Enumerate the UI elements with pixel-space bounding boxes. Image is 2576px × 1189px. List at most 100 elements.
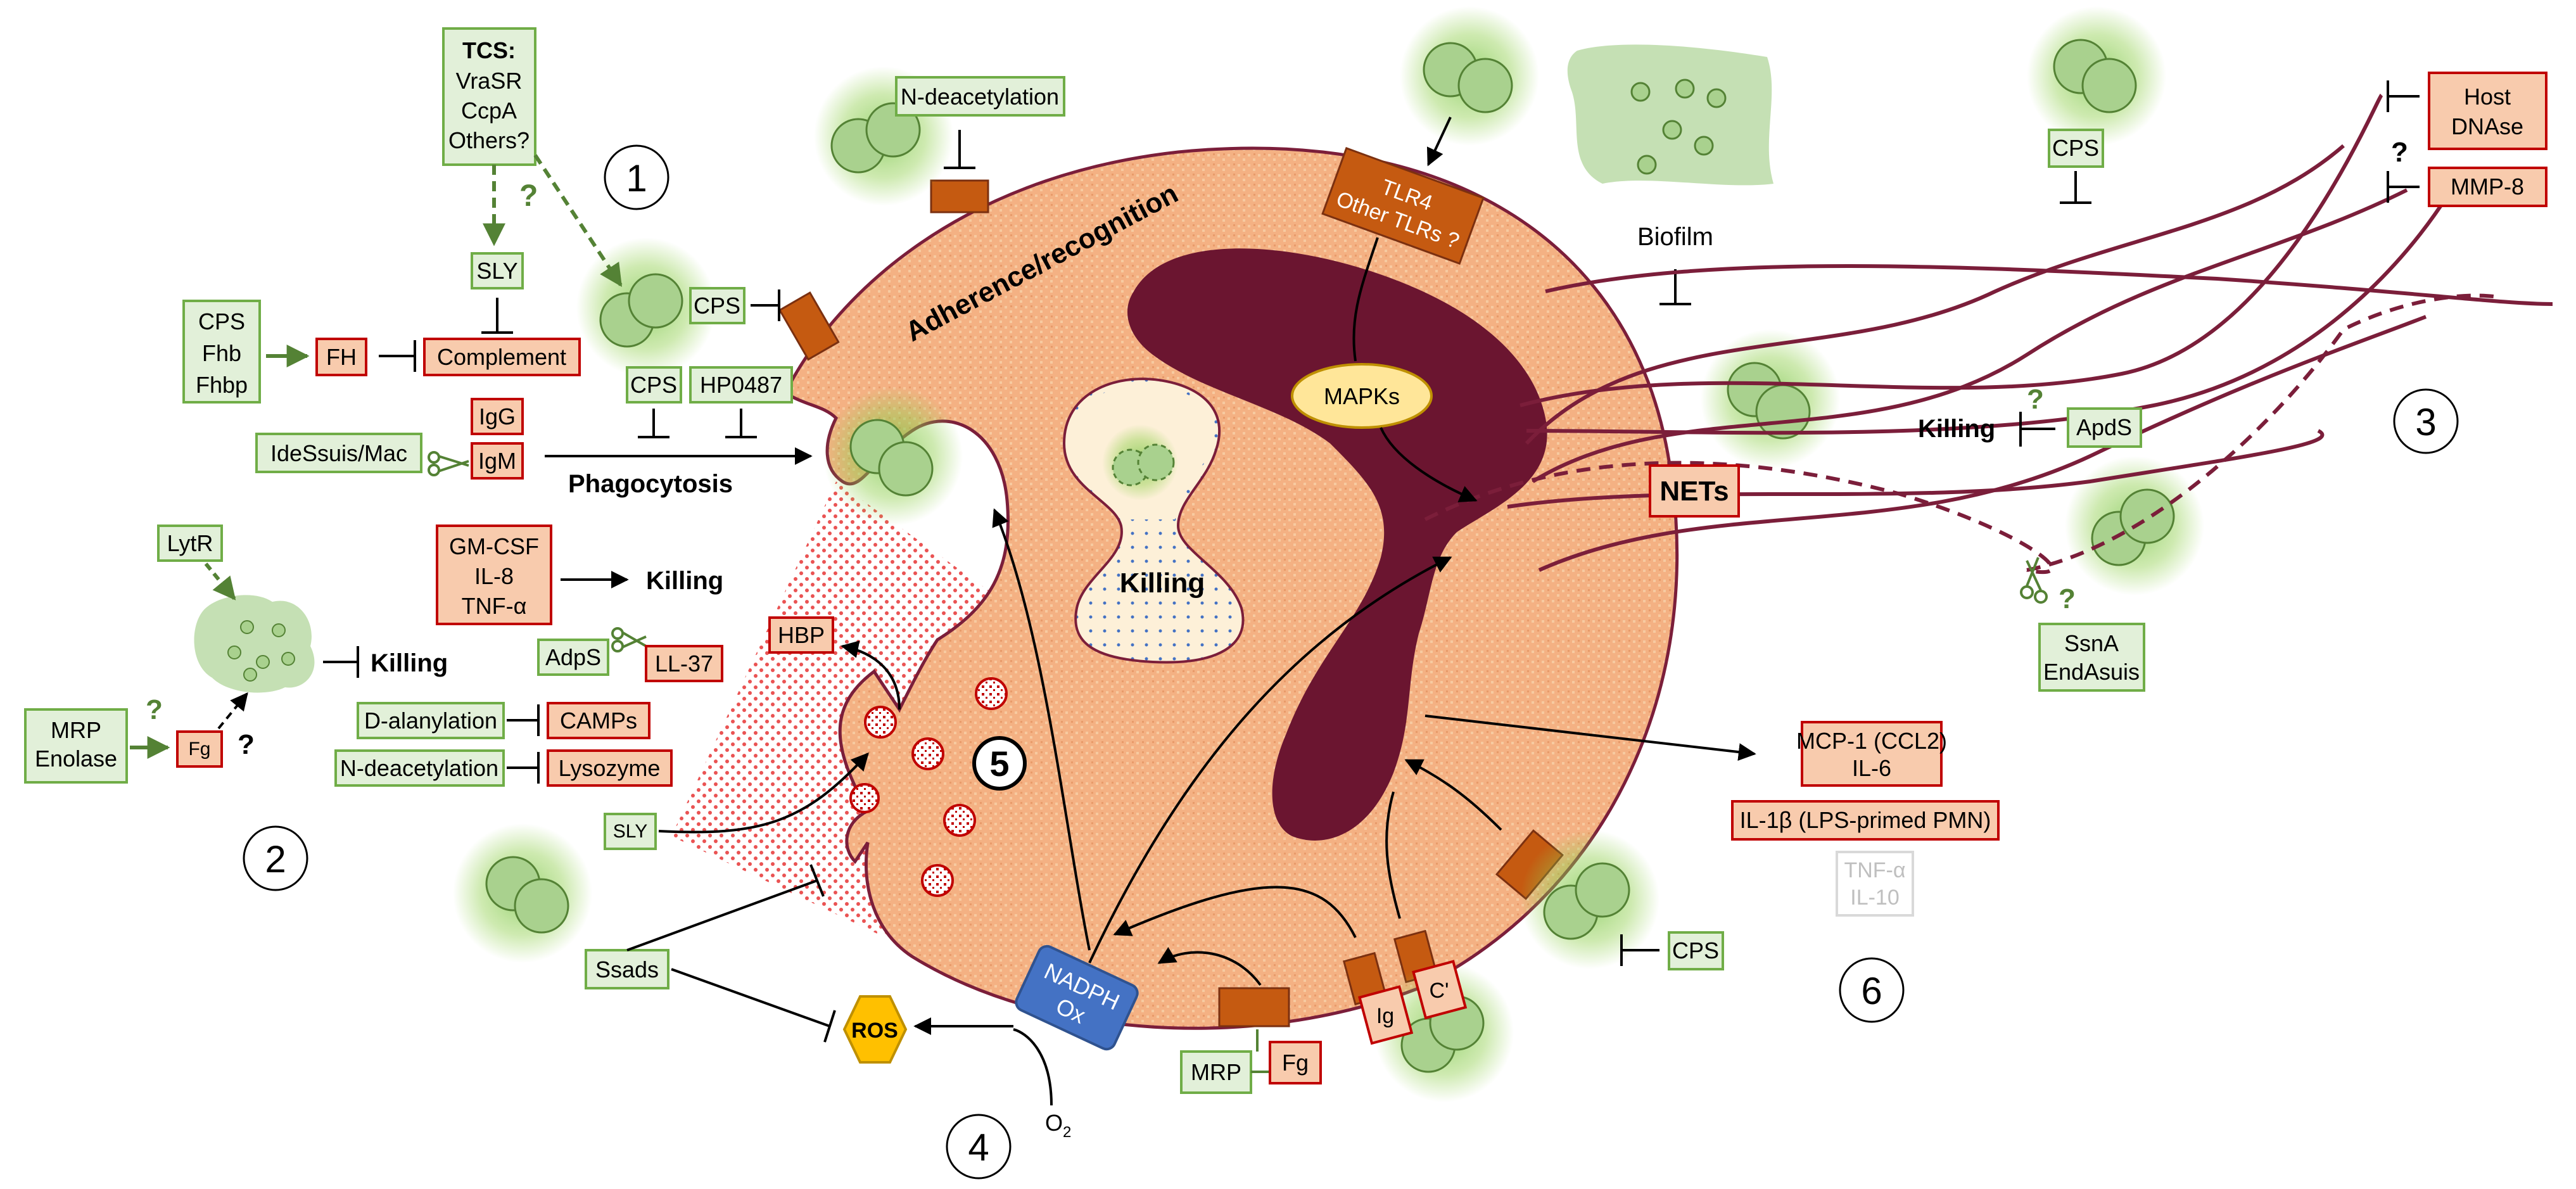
ssna-endasuis-1: SsnA bbox=[2064, 630, 2119, 656]
c-box bbox=[1412, 960, 1468, 1020]
granule-to-hbp bbox=[841, 640, 901, 710]
c-label: C' bbox=[1429, 979, 1449, 1003]
adps-box bbox=[537, 639, 609, 676]
mrp-enolase-1: MRP bbox=[51, 717, 101, 743]
ssads-inhibit-granule bbox=[626, 864, 825, 951]
scissors-icon bbox=[428, 451, 469, 476]
cps-fhb-fhbp-3: Fhbp bbox=[196, 372, 248, 398]
mapks-ellipse bbox=[1291, 363, 1433, 429]
cps-phago-box bbox=[626, 366, 682, 404]
step-1-label: 1 bbox=[626, 157, 647, 200]
host-dnase-1: Host bbox=[2464, 84, 2511, 110]
step-2-circle bbox=[243, 825, 308, 891]
lytr-label: LytR bbox=[167, 530, 213, 556]
lysozyme-label: Lysozyme bbox=[559, 755, 661, 781]
tcs-question: ? bbox=[519, 179, 538, 213]
host-dnase-box bbox=[2428, 72, 2547, 150]
igg-label: IgG bbox=[479, 404, 516, 429]
biofilm-inhibit bbox=[1659, 269, 1691, 305]
n-deacetylation-top-label: N-deacetylation bbox=[901, 84, 1059, 110]
host-dnase-inhibit bbox=[2387, 80, 2420, 112]
cps-fhb-fhbp-box bbox=[182, 300, 261, 404]
mrp-bottom-box bbox=[1180, 1050, 1252, 1094]
d-alanylation-label: D-alanylation bbox=[364, 708, 497, 734]
cps-phago-inhibit bbox=[638, 409, 669, 438]
nets-label: NETs bbox=[1659, 476, 1729, 507]
hp0487-label: HP0487 bbox=[700, 372, 782, 398]
biofilm-top bbox=[1567, 44, 1773, 186]
dnase-question: ? bbox=[2391, 137, 2408, 168]
receptor-left bbox=[778, 291, 840, 361]
biofilm-label: Biofilm bbox=[1637, 223, 1713, 251]
hbp-label: HBP bbox=[778, 622, 825, 648]
mcp1-il6-1: MCP-1 (CCL2) bbox=[1796, 728, 1947, 754]
host-dnase-2: DNAse bbox=[2451, 113, 2523, 139]
igg-box bbox=[471, 398, 524, 435]
mrp-enolase-box bbox=[24, 708, 128, 784]
degraded-bacteria bbox=[1102, 424, 1178, 500]
apds-question: ? bbox=[2027, 384, 2044, 415]
cps-fhb-fhbp-1: CPS bbox=[198, 308, 245, 334]
ros-label: ROS bbox=[851, 1019, 898, 1043]
biofilm-left bbox=[194, 595, 315, 693]
cps-top-right-inhibit bbox=[2060, 171, 2091, 204]
fh-box bbox=[315, 338, 367, 376]
step-3-circle bbox=[2393, 388, 2459, 454]
scissors-icon-nets bbox=[2020, 557, 2048, 604]
cytokine-killing-label: Killing bbox=[646, 567, 723, 595]
tcs-line-3: Others? bbox=[448, 127, 530, 153]
d-alanylation-inhibit bbox=[507, 704, 540, 736]
scissors-icon-ll37 bbox=[611, 627, 647, 652]
cell-inner-arrow-2 bbox=[1088, 556, 1452, 963]
fg-question: ? bbox=[238, 729, 255, 760]
step-5-label: 5 bbox=[989, 744, 1009, 784]
ig-label: Ig bbox=[1376, 1004, 1394, 1028]
il1b-box bbox=[1731, 800, 2000, 841]
bacterium-4 bbox=[823, 386, 963, 526]
apds-label: ApdS bbox=[2076, 414, 2132, 440]
sly-label: SLY bbox=[476, 258, 517, 284]
receptor-mrp bbox=[1218, 987, 1290, 1027]
step-1-circle bbox=[604, 144, 669, 210]
cytokine-2: IL-8 bbox=[474, 563, 514, 589]
mmp8-inhibit bbox=[2387, 171, 2420, 203]
fh-inhibit bbox=[379, 340, 416, 372]
step-6-label: 6 bbox=[1861, 970, 1882, 1012]
tcs-to-bacterium bbox=[533, 154, 623, 288]
igm-box bbox=[471, 442, 524, 480]
ssna-endasuis-2: EndAsuis bbox=[2043, 659, 2140, 685]
fg-bottom-box bbox=[1269, 1041, 1322, 1084]
apds-inhibit bbox=[2019, 412, 2055, 447]
cell-inner-arrow-3 bbox=[1113, 886, 1357, 938]
cytokine-3: TNF-α bbox=[462, 593, 527, 619]
cytokine-release-arrow bbox=[1424, 715, 1756, 761]
step-4-circle bbox=[946, 1114, 1012, 1179]
fg-to-biofilm bbox=[217, 692, 248, 730]
ros-hexagon bbox=[842, 995, 908, 1064]
granules bbox=[849, 677, 1008, 897]
bacterium-5 bbox=[453, 823, 592, 963]
mmp8-label: MMP-8 bbox=[2451, 174, 2524, 200]
idessuis-label: IdeSsuis/Mac bbox=[270, 440, 407, 466]
sly-inhibit bbox=[481, 298, 513, 334]
cytokine-1: GM-CSF bbox=[449, 533, 539, 559]
n-deacetylation-lys-box bbox=[334, 749, 505, 787]
tcs-box bbox=[442, 27, 536, 166]
ssads-label: Ssads bbox=[595, 957, 659, 982]
cell-inner-arrow-5 bbox=[1157, 947, 1262, 986]
sly-granule-box bbox=[604, 813, 657, 850]
cps-adherence-inhibit bbox=[751, 289, 780, 321]
cps-bottom-right-box bbox=[1668, 931, 1724, 970]
fg-bottom-label: Fg bbox=[1282, 1050, 1309, 1076]
adps-label: AdpS bbox=[545, 644, 601, 670]
cell-inner-arrow-6 bbox=[1404, 759, 1502, 831]
cps-phago-label: CPS bbox=[630, 372, 677, 398]
step-4-label: 4 bbox=[968, 1126, 989, 1169]
tcs-title: TCS: bbox=[462, 37, 516, 63]
mmp8-box bbox=[2428, 167, 2547, 207]
camps-box bbox=[547, 702, 650, 739]
cps-adherence-box bbox=[689, 287, 746, 324]
fg-label: Fg bbox=[188, 739, 210, 760]
step-3-label: 3 bbox=[2415, 401, 2436, 443]
tnfa-il10-2: IL-10 bbox=[1850, 886, 1900, 910]
